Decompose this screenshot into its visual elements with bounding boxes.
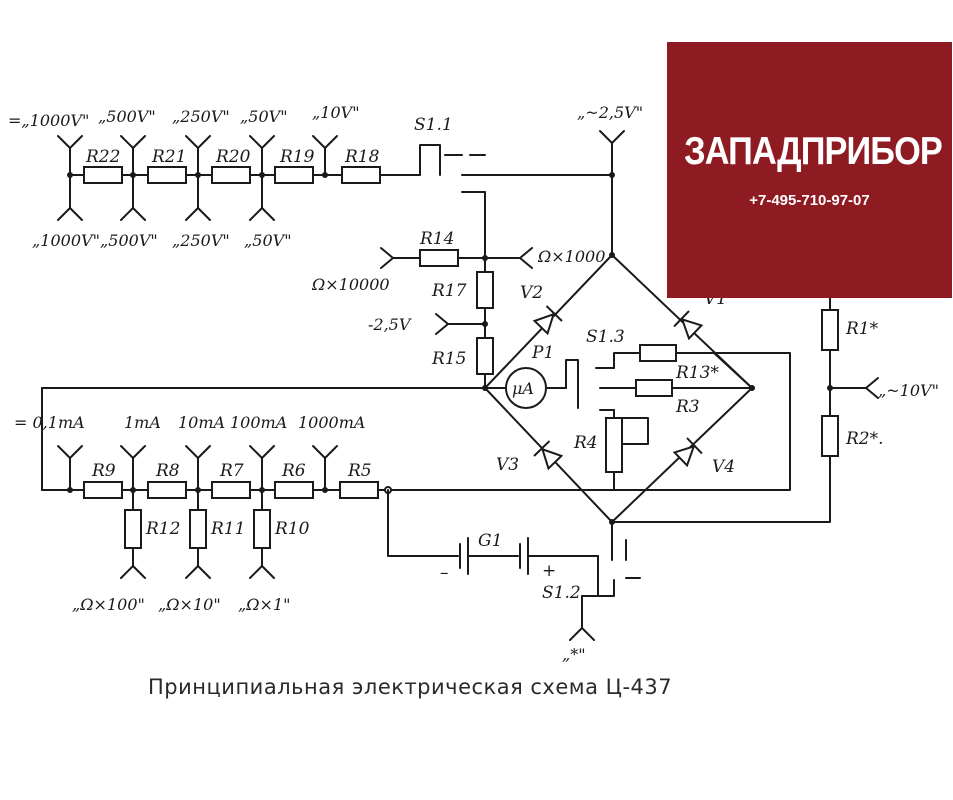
label-r10: R10	[274, 519, 310, 539]
brand-logo-text: ЗАПАДПРИБОР	[684, 130, 943, 173]
ac-divider	[387, 297, 879, 523]
switch-s1-3	[595, 344, 753, 491]
resistor-r8	[147, 481, 187, 499]
label-r8: R8	[155, 461, 180, 481]
resistor-r9	[83, 481, 123, 499]
label-r7: R7	[219, 461, 244, 481]
diode-v3	[533, 440, 564, 471]
terminal-50v-top: „50V"	[240, 107, 288, 126]
potentiometer-r4	[605, 417, 623, 473]
diode-v1	[673, 310, 704, 341]
terminal-50v-bottom: „50V"	[244, 231, 292, 250]
resistor-r21	[147, 166, 187, 184]
label-r2: R2*.	[845, 429, 884, 449]
label-r1: R1*	[845, 319, 879, 339]
label-s1-1: S1.1	[414, 115, 453, 135]
microammeter-p1	[484, 359, 579, 409]
label-g1: G1	[478, 531, 502, 551]
label-s1-2: S1.2	[542, 583, 581, 603]
resistor-r1	[821, 309, 839, 351]
terminal-ac-2-5v: „~2,5V"	[577, 103, 643, 122]
label-r19: R19	[279, 147, 315, 167]
terminal-100ma: 100mA	[230, 413, 287, 432]
terminal-250v-bottom: „250V"	[172, 231, 230, 250]
label-v3: V3	[496, 455, 519, 475]
resistor-r15	[476, 337, 494, 375]
resistor-r14	[419, 249, 459, 267]
label-r20: R20	[215, 147, 251, 167]
battery-g1	[387, 489, 599, 575]
terminal-0-1ma: = 0,1mA	[14, 413, 85, 432]
terminal-dc-2-5v: -2,5V	[368, 315, 412, 334]
diode-v4	[672, 437, 703, 468]
label-v4: V4	[712, 457, 735, 477]
label-r3: R3	[675, 397, 700, 417]
resistor-r10	[253, 509, 271, 549]
resistor-r3	[635, 379, 673, 397]
label-r14: R14	[419, 229, 454, 249]
diode-bridge	[482, 252, 755, 525]
terminal-1ma: 1mA	[124, 413, 161, 432]
resistor-r5	[339, 481, 379, 499]
switch-s1-1	[419, 144, 613, 259]
resistor-r20	[211, 166, 251, 184]
diode-v2	[532, 305, 563, 336]
terminal-250v-top: „250V"	[172, 107, 230, 126]
terminal-ohm-10000: Ω×10000	[311, 275, 390, 294]
resistor-r17	[476, 271, 494, 309]
terminal-1000v-bottom: „1000V"	[32, 231, 100, 250]
battery-plus: +	[542, 561, 556, 581]
resistor-r19	[274, 166, 314, 184]
terminal-10v-top: „10V"	[312, 103, 360, 122]
terminal-500v-top: „500V"	[98, 107, 156, 126]
terminal-ohm-1000: Ω×1000	[537, 247, 605, 266]
label-r9: R9	[91, 461, 116, 481]
label-r21: R21	[151, 147, 186, 167]
label-r22: R22	[85, 147, 120, 167]
label-v2: V2	[520, 283, 543, 303]
label-r11: R11	[210, 519, 245, 539]
label-r15: R15	[431, 349, 466, 369]
label-s1-3: S1.3	[586, 327, 625, 347]
battery-minus: –	[440, 563, 449, 583]
terminal-ac-10v: „~10V"	[878, 381, 939, 400]
resistor-r7	[211, 481, 251, 499]
terminal-500v-bottom: „500V"	[100, 231, 158, 250]
resistor-r6	[274, 481, 314, 499]
resistor-r22	[83, 166, 123, 184]
resistor-r2	[821, 415, 839, 457]
diagram-caption: Принципиальная электрическая схема Ц-437	[148, 675, 672, 699]
terminal-1000v-top: =„1000V"	[8, 111, 89, 130]
terminal-common-star: „*"	[562, 645, 586, 664]
switch-s1-2	[569, 521, 641, 641]
label-r18: R18	[344, 147, 380, 167]
label-r12: R12	[145, 519, 180, 539]
voltage-divider-chain	[57, 135, 421, 221]
terminal-1000ma: 1000mA	[298, 413, 365, 432]
label-r4: R4	[573, 433, 598, 453]
meter-symbol: μA	[512, 379, 534, 398]
label-p1: P1	[531, 343, 554, 363]
label-r17: R17	[431, 281, 467, 301]
terminal-ohm-10: „Ω×10"	[158, 595, 221, 614]
resistor-r11	[189, 509, 207, 549]
label-r6: R6	[281, 461, 306, 481]
ohm-range-network	[380, 247, 533, 389]
brand-banner: ЗАПАДПРИБОР +7-495-710-97-07	[667, 42, 952, 298]
resistor-r18	[341, 166, 381, 184]
brand-phone: +7-495-710-97-07	[749, 192, 870, 209]
resistor-r12	[124, 509, 142, 549]
terminal-ohm-1: „Ω×1"	[238, 595, 291, 614]
label-r5: R5	[347, 461, 372, 481]
resistor-r13	[639, 344, 677, 362]
label-r13: R13*	[675, 363, 719, 383]
terminal-ohm-100: „Ω×100"	[72, 595, 145, 614]
current-shunt-chain	[41, 387, 486, 579]
terminal-10ma: 10mA	[178, 413, 225, 432]
